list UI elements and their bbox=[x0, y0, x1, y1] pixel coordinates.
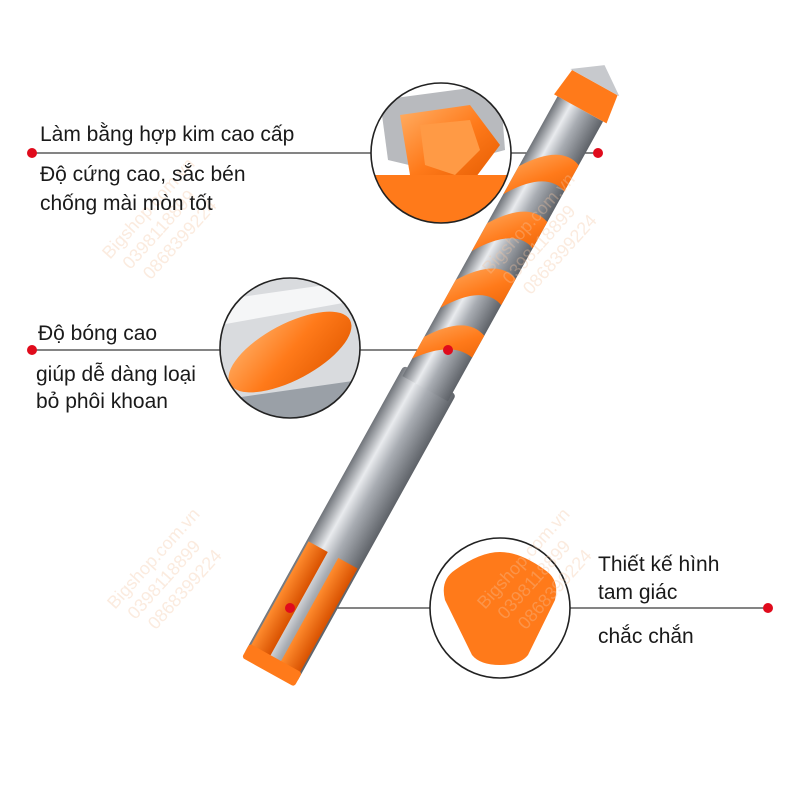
feature-1-line-3: chống mài mòn tốt bbox=[40, 192, 213, 215]
feature-1-line-2: Độ cứng cao, sắc bén bbox=[40, 163, 246, 186]
feature-2-line-1: Độ bóng cao bbox=[38, 322, 158, 345]
feature-2-line-2: giúp dễ dàng loại bbox=[36, 363, 196, 386]
drill-tip-closeup bbox=[370, 82, 512, 224]
feature-3-line-3: chắc chắn bbox=[598, 625, 694, 648]
flute-closeup bbox=[219, 277, 361, 419]
triangle-shank-closeup bbox=[429, 537, 571, 679]
drill-bit bbox=[242, 65, 620, 686]
feature-3-line-1: Thiết kế hình bbox=[598, 553, 720, 576]
markers bbox=[27, 148, 773, 613]
feature-2-line-3: bỏ phôi khoan bbox=[36, 390, 168, 413]
feature-1-line-1: Làm bằng hợp kim cao cấp bbox=[40, 123, 295, 146]
feature-3-line-2: tam giác bbox=[598, 581, 678, 604]
